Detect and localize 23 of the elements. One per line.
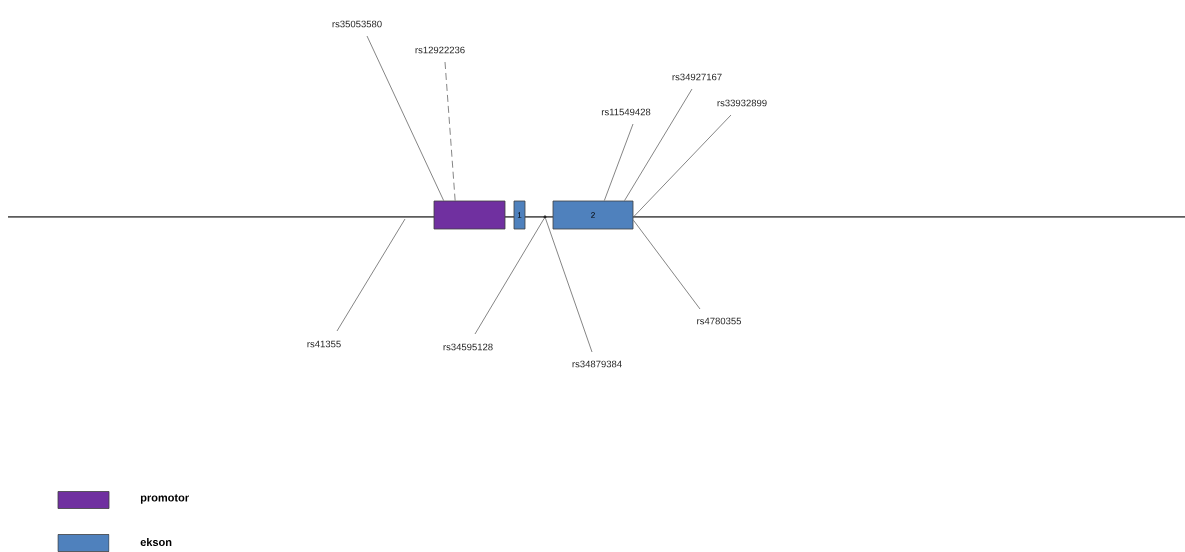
snp-label: rs4780355 bbox=[697, 317, 742, 325]
snp-label: rs33932899 bbox=[717, 99, 767, 107]
snp-label: rs34595128 bbox=[443, 343, 493, 351]
legend-label: ekson bbox=[140, 537, 172, 547]
snp-label: rs34927167 bbox=[672, 73, 722, 81]
snp-label: rs34879384 bbox=[572, 360, 622, 368]
leader-line bbox=[474, 218, 545, 335]
snp-label: rs41355 bbox=[307, 340, 341, 348]
snp-label: rs12922236 bbox=[415, 46, 465, 54]
leader-line bbox=[633, 219, 701, 310]
exon-box: 2 bbox=[552, 200, 634, 230]
leader-line bbox=[366, 35, 445, 201]
promoter-box bbox=[433, 200, 506, 230]
snp-label: rs35053580 bbox=[332, 20, 382, 28]
leader-line bbox=[624, 88, 693, 201]
leader-line bbox=[545, 218, 593, 353]
exon-box: 1 bbox=[513, 200, 526, 230]
leader-line bbox=[444, 61, 456, 201]
snp-label: rs11549428 bbox=[601, 108, 651, 116]
leader-line bbox=[603, 123, 634, 201]
leader-line bbox=[336, 218, 406, 332]
leader-line bbox=[633, 114, 732, 218]
legend-label: promotor bbox=[140, 494, 189, 504]
